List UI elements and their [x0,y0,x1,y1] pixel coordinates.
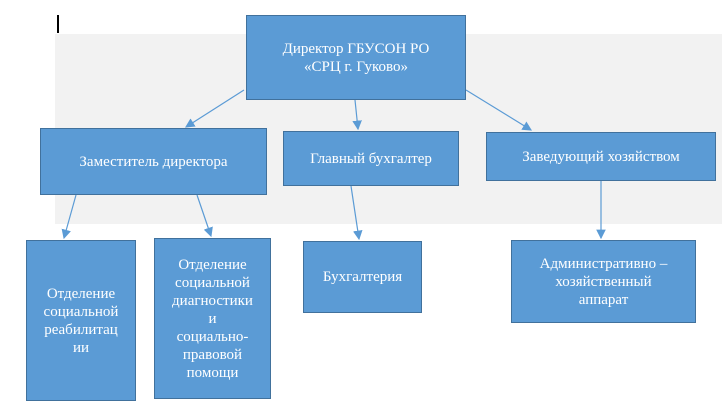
edge-accountant-accounting [350,185,363,241]
node-deputy: Заместитель директора [40,128,267,195]
node-housekeeping: Заведующий хозяйством [486,132,716,181]
node-diagnostics: Отделение социальной диагностики и социа… [154,238,271,399]
edge-director-housekeeping [465,89,533,131]
node-rehab: Отделение социальной реабилитац ии [26,240,136,401]
node-accounting: Бухгалтерия [303,241,422,313]
node-director: Директор ГБУСОН РО «СРЦ г. Гуково» [246,15,466,100]
node-accountant: Главный бухгалтер [283,131,459,186]
edge-deputy-diagnostics [196,194,213,238]
node-admin: Административно – хозяйственный аппарат [511,240,696,323]
edge-director-accountant [352,99,362,131]
edge-director-deputy [184,89,245,128]
text-cursor [57,15,59,33]
edge-deputy-rehab [61,194,77,240]
